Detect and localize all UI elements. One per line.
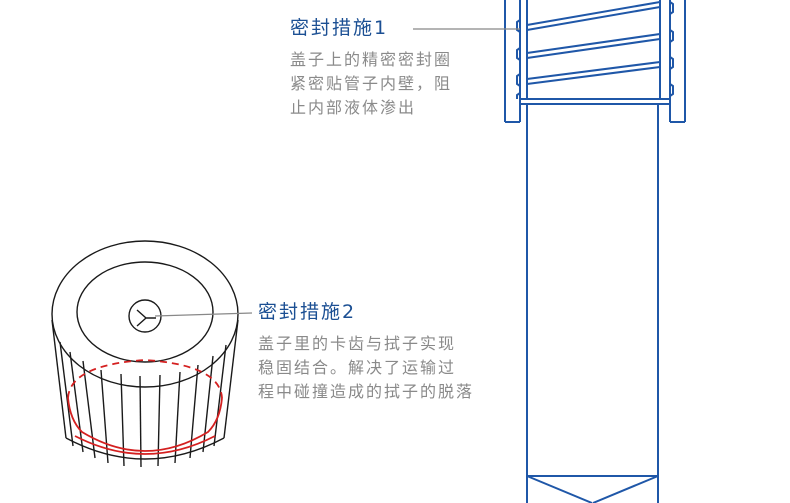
- measure2-line: 盖子里的卡齿与拭子实现: [258, 334, 457, 353]
- thread-line: [526, 61, 661, 80]
- thread-bump: [516, 19, 521, 33]
- thread-line: [526, 6, 661, 31]
- cap-rib: [202, 355, 214, 453]
- thread-bump: [669, 83, 674, 97]
- measure1-line: 止内部液体渗出: [290, 98, 417, 117]
- measure2-title: 密封措施2: [258, 301, 357, 323]
- swab-cap: [51, 240, 239, 468]
- cap-rib: [100, 369, 109, 464]
- cap-rib: [174, 371, 181, 464]
- swab-tube: [504, 0, 686, 503]
- measure1-description: 盖子上的精密密封圈 紧密贴管子内壁，阻 止内部液体渗出: [290, 48, 530, 120]
- cap-rib: [69, 351, 84, 453]
- thread-line: [526, 38, 661, 59]
- cap-rib: [59, 341, 74, 447]
- thread-line: [526, 1, 661, 26]
- cap-seal-ring: [67, 359, 223, 455]
- cap-side-left: [51, 319, 67, 439]
- tube-bottom-cone: [526, 475, 593, 503]
- cap-seal-ring-visible: [74, 435, 216, 455]
- measure1-line: 盖子上的精密密封圈: [290, 50, 453, 69]
- thread-bump: [669, 56, 674, 70]
- measure2-line: 稳固结合。解决了运输过: [258, 358, 457, 377]
- thread-bump: [516, 73, 521, 87]
- cap-rib: [82, 360, 96, 459]
- thread-bump: [669, 29, 674, 43]
- measure2-line: 程中碰撞造成的拭子的脱落: [258, 382, 475, 401]
- thread-bump: [516, 47, 521, 61]
- thread-bump: [669, 1, 674, 15]
- thread-line: [526, 33, 661, 54]
- tube-bottom-cone: [592, 475, 659, 503]
- cap-rib: [120, 373, 125, 467]
- measure1-title: 密封措施1: [290, 17, 389, 39]
- cap-side-right: [223, 319, 239, 439]
- cap-rib: [139, 375, 142, 468]
- cap-bottom-arc: [65, 437, 225, 460]
- thread-bump: [516, 92, 521, 99]
- cap-seal-ring-hidden: [67, 359, 223, 399]
- cap-rib: [189, 364, 199, 459]
- cap-rib: [213, 344, 227, 447]
- cap-top-inner: [76, 261, 214, 363]
- cap-seal-ring-front: [67, 397, 223, 452]
- measure2-description: 盖子里的卡齿与拭子实现 稳固结合。解决了运输过 程中碰撞造成的拭子的脱落: [258, 332, 498, 404]
- cap-knob-mark: [136, 309, 156, 327]
- thread-line: [526, 66, 661, 85]
- measure1-line: 紧密贴管子内壁，阻: [290, 74, 453, 93]
- leader-line-2: [154, 312, 253, 317]
